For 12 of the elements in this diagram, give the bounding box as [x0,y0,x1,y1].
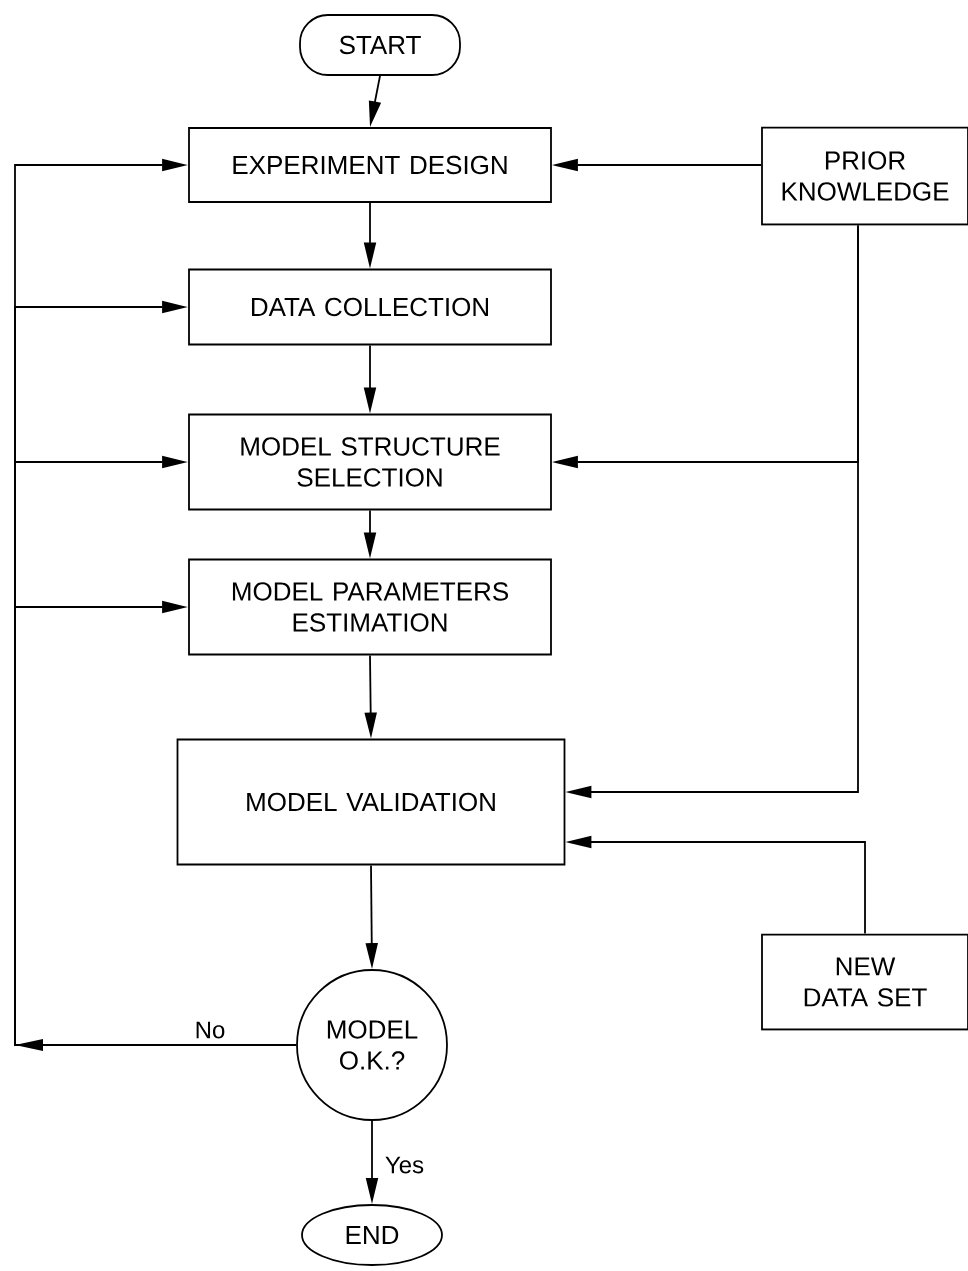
edge-label: No [192,1019,228,1041]
process-box: MODEL VALIDATION [176,738,566,866]
input-box: NEW DATA SET [761,933,968,1031]
edge-label: Yes [382,1154,427,1176]
process-box: DATA COLLECTION [188,268,552,346]
start-terminal: START [299,14,461,76]
process-box: MODEL PARAMETERS ESTIMATION [188,558,552,656]
arrow [14,600,297,1046]
end-terminal: END [301,1204,443,1266]
process-box: MODEL STRUCTURE SELECTION [188,413,552,511]
process-box: EXPERIMENT DESIGN [188,127,552,203]
input-box: PRIOR KNOWLEDGE [761,126,968,226]
